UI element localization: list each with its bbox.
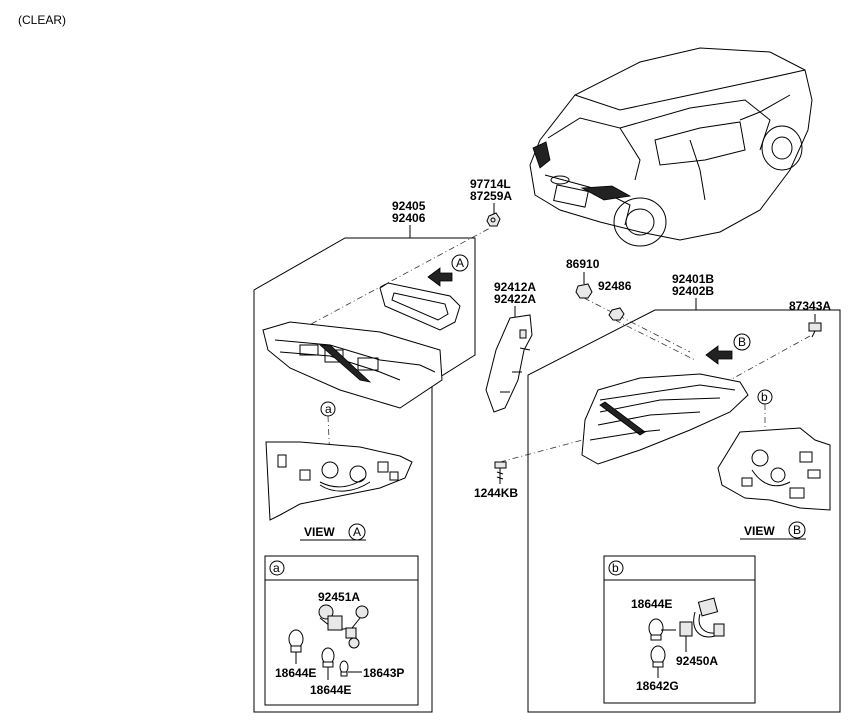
bulb-18644E-a2 (321, 647, 335, 668)
callout-92412A: 92412A (494, 280, 536, 294)
svg-text:B: B (793, 523, 801, 537)
lamp-back-view-A (265, 441, 413, 521)
bulb-18642G (650, 645, 666, 668)
outside-lamp-assy (581, 373, 749, 465)
svg-text:b: b (612, 561, 619, 575)
view-A-label: VIEW (304, 525, 335, 539)
callout-92422A: 92422A (494, 292, 536, 306)
callout-97714L: 97714L (470, 177, 511, 191)
arrow-view-B: B (705, 333, 751, 365)
left-group-boundary (253, 237, 476, 713)
bulb-18644E-b (648, 618, 664, 641)
svg-text:A: A (353, 525, 361, 539)
arrow-view-A: A (427, 254, 469, 287)
bracket-part (485, 314, 533, 413)
svg-text:A: A (456, 256, 464, 270)
detail-box-b: b 18644E 92450A 18642G (603, 555, 756, 704)
view-B-label: VIEW (744, 524, 775, 538)
inside-lamp-assy (262, 321, 443, 409)
callout-1244KB: 1244KB (474, 486, 518, 500)
callout-87343A: 87343A (789, 299, 831, 313)
svg-text:a: a (325, 402, 332, 416)
lamp-back-view-B (717, 427, 831, 511)
svg-text:B: B (738, 335, 746, 349)
callout-18642G: 18642G (636, 679, 679, 693)
callout-92401B: 92401B (672, 272, 714, 286)
svg-text:a: a (273, 561, 280, 575)
screw-1244KB (494, 461, 507, 484)
bulb-18644E-a1 (288, 629, 304, 653)
detail-box-a: a 92451A 18644E 18644E 18643P (264, 555, 419, 706)
clear-note: (CLEAR) (18, 13, 66, 27)
callout-18644E-a1: 18644E (275, 666, 316, 680)
callout-92486: 92486 (598, 279, 632, 293)
gasket-part (379, 282, 461, 331)
screw-87343A (808, 322, 822, 338)
nut-92486 (608, 307, 625, 321)
callout-92402B: 92402B (672, 284, 714, 298)
callout-18644E-b: 18644E (631, 597, 672, 611)
vehicle-illustration (529, 47, 813, 247)
right-group-boundary (527, 309, 841, 713)
svg-text:b: b (761, 390, 768, 404)
callout-92451A: 92451A (318, 590, 360, 604)
callout-18643P: 18643P (363, 666, 404, 680)
callout-87259A: 87259A (470, 189, 512, 203)
nut-97714L (486, 212, 501, 227)
callout-92405: 92405 (392, 199, 426, 213)
callout-92450A: 92450A (676, 654, 718, 668)
bulb-18643P (339, 660, 349, 677)
callout-86910: 86910 (566, 257, 600, 271)
clip-86910 (575, 283, 593, 299)
callout-18644E-a2: 18644E (310, 683, 351, 697)
callout-92406: 92406 (392, 211, 426, 225)
